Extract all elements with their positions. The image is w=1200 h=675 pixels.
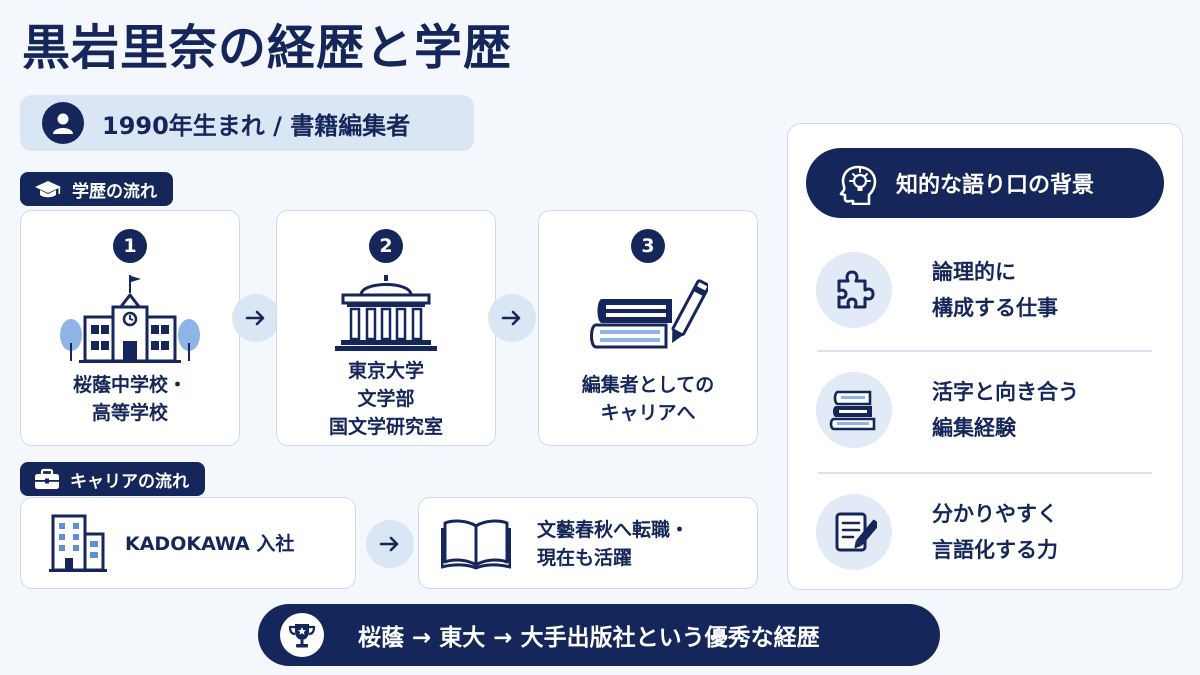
education-step-3-card: 3 編集者としての キャリアへ [538,210,758,446]
head-lightbulb-icon [839,165,877,205]
open-book-icon [441,519,511,570]
trophy-icon [280,613,324,657]
document-pen-icon [835,512,877,552]
summary-banner: 桜蔭 → 東大 → 大手出版社という優秀な経歴 [258,604,940,666]
briefcase-icon [35,468,59,489]
arrow-right-icon [366,520,414,568]
trait-item-2: 活字と向き合う 編集経験 [816,364,1156,456]
arrow-right-icon [232,294,280,342]
trait-item-3: 分かりやすく 言語化する力 [816,486,1156,578]
career-step-1-text: KADOKAWA 入社 [125,533,295,555]
education-step-2-text: 東京大学 文学部 国文学研究室 [328,360,443,438]
books-pen-icon [590,279,708,349]
step-number-3: 3 [631,229,665,263]
trait-3-text: 分かりやすく 言語化する力 [932,502,1058,562]
profile-text: 1990年生まれ / 書籍編集者 [102,111,411,140]
divider [818,350,1152,352]
education-label-text: 学歴の流れ [72,181,157,202]
trait-1-text: 論理的に 構成する仕事 [932,260,1058,320]
graduation-cap-icon [35,181,61,198]
education-step-2-card: 2 東京大学 文学部 国文学研究室 [276,210,496,446]
career-step-2-card: 文藝春秋へ転職・ 現在も活躍 [418,497,758,589]
puzzle-piece-icon [837,270,875,309]
person-icon [42,102,84,144]
university-building-icon [335,275,437,351]
education-section-label: 学歴の流れ [20,172,173,206]
career-step-1-card: KADOKAWA 入社 [20,497,356,589]
arrow-right-icon [488,294,536,342]
traits-header: 知的な語り口の背景 [806,148,1164,218]
education-step-3-text: 編集者としての キャリアへ [581,374,715,424]
step-number-2: 2 [369,229,403,263]
divider [818,472,1152,474]
trait-item-1: 論理的に 構成する仕事 [816,244,1156,336]
step-number-1: 1 [113,229,147,263]
profile-badge: 1990年生まれ / 書籍編集者 [20,95,474,151]
career-section-label: キャリアの流れ [20,462,205,496]
trait-2-text: 活字と向き合う 編集経験 [932,380,1079,440]
book-stack-icon [829,390,876,431]
page-title: 黒岩里奈の経歴と学歴 [22,20,513,76]
traits-panel: 知的な語り口の背景 論理的に 構成する仕事 活字と向き合う [787,123,1183,590]
education-step-1-card: 1 桜蔭中学校・ [20,210,240,446]
education-step-1-text: 桜蔭中学校・ 高等学校 [72,374,187,424]
career-step-2-text: 文藝春秋へ転職・ 現在も活躍 [537,519,690,569]
summary-text: 桜蔭 → 東大 → 大手出版社という優秀な経歴 [358,625,820,651]
school-building-icon [60,275,200,363]
career-label-text: キャリアの流れ [70,471,189,492]
traits-header-text: 知的な語り口の背景 [896,173,1095,198]
office-building-icon [49,514,107,572]
